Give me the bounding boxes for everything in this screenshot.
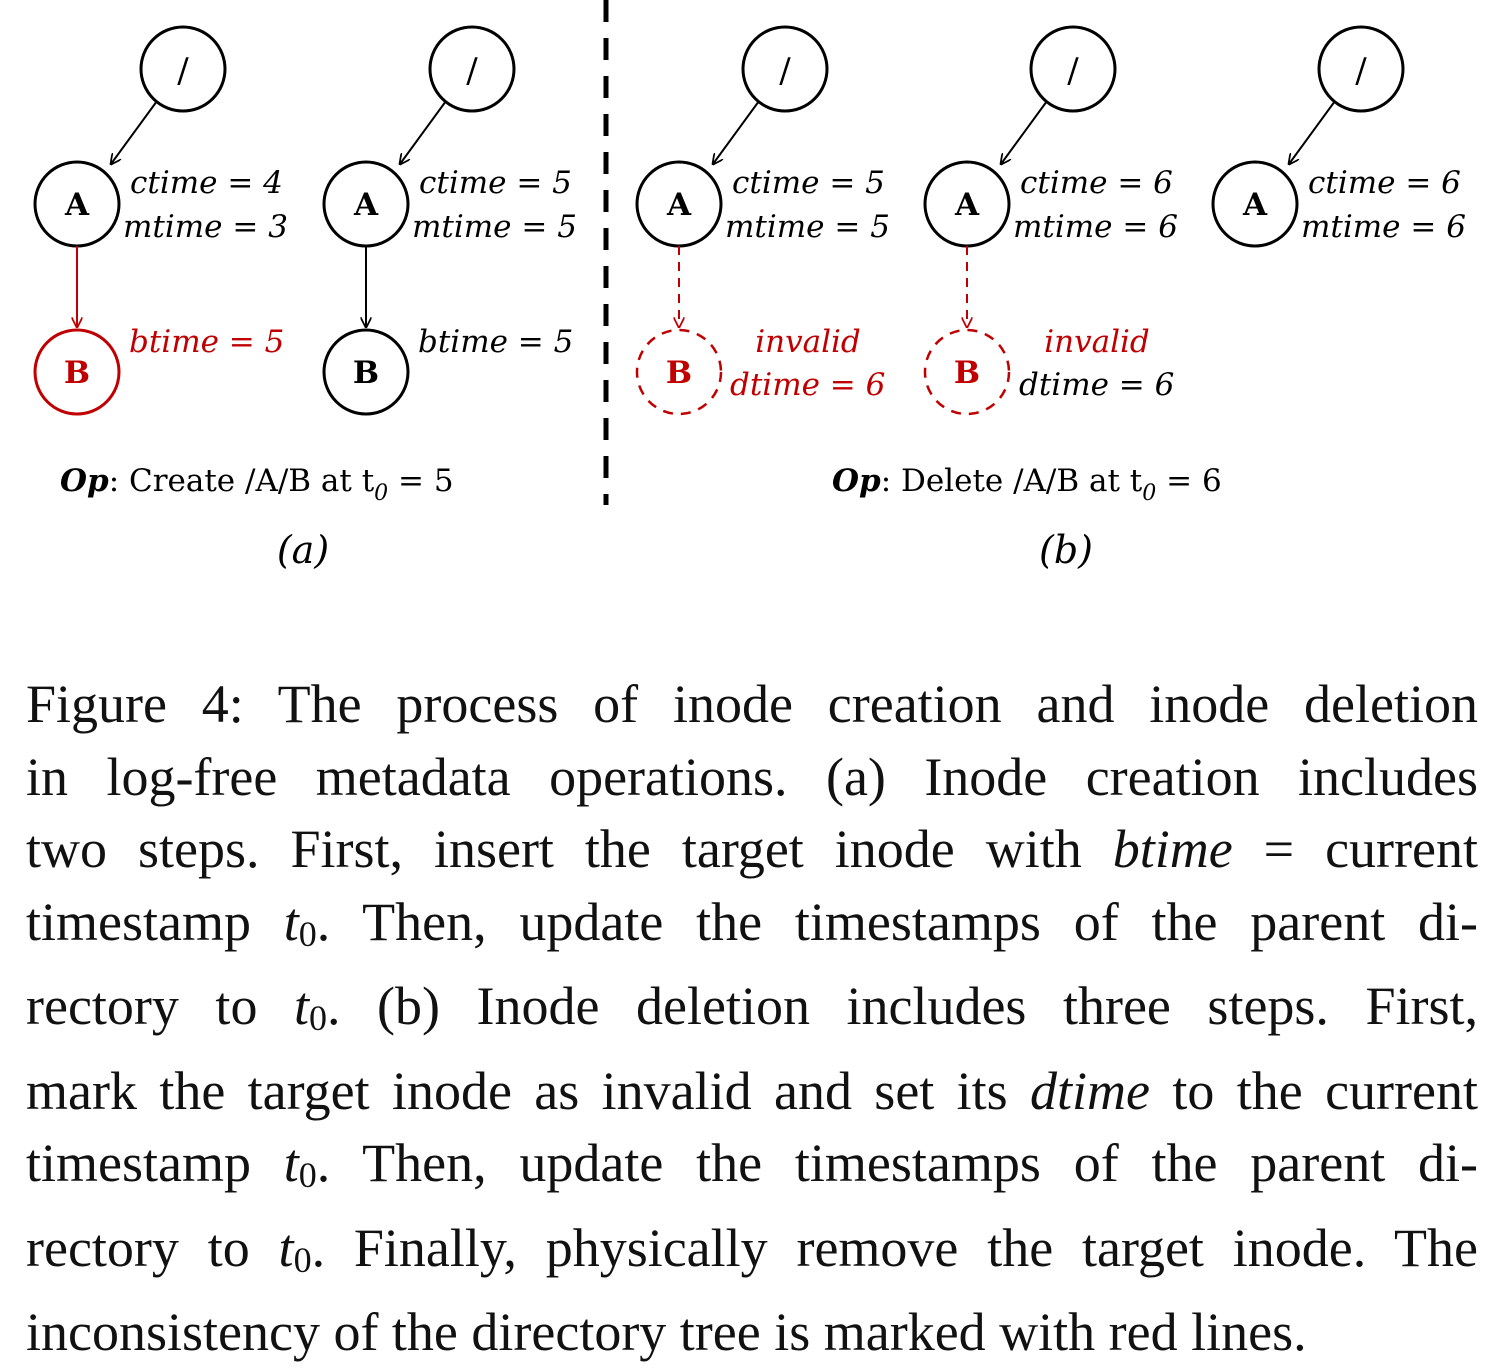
- edge-root-to-a: [400, 100, 447, 164]
- caption-line-9: inconsistency of the directory tree is m…: [26, 1302, 1307, 1362]
- file-node-b-invalid: [635, 328, 723, 416]
- root-node: [741, 25, 829, 113]
- op-suffix: = 6: [1156, 463, 1221, 499]
- caption-text: to the current: [1150, 1060, 1478, 1121]
- caption-line-5: rectory to t0. (b) Inode deletion includ…: [26, 970, 1478, 1055]
- caption-text: . Then, update the timestamps of the par…: [316, 891, 1478, 952]
- ctime-label: ctime = 6: [1020, 165, 1173, 201]
- dir-node-a: [1211, 160, 1299, 248]
- file-node-b-label: B: [353, 355, 379, 391]
- caption-em-dtime: dtime: [1030, 1060, 1151, 1121]
- caption-text: . Finally, physically remove the target …: [311, 1217, 1479, 1278]
- dtime-label: dtime = 6: [1019, 367, 1174, 403]
- panel-b-label: (b): [1039, 528, 1093, 572]
- caption-text: = current: [1232, 819, 1478, 879]
- caption-t0: t: [283, 891, 299, 952]
- root-node-label: /: [779, 51, 791, 91]
- edge-root-to-a: [1289, 100, 1336, 164]
- mtime-label: mtime = 3: [123, 209, 288, 245]
- dir-node-a-label: A: [64, 187, 90, 223]
- dir-node-a-label: A: [666, 187, 692, 223]
- op-text: : Create /A/B at t: [109, 463, 375, 499]
- mtime-label: mtime = 5: [725, 209, 890, 245]
- invalid-label: invalid: [755, 324, 861, 360]
- op-text: : Delete /A/B at t: [881, 463, 1143, 499]
- dtime-label: dtime = 6: [730, 367, 885, 403]
- figure-caption: Figure 4: The process of inode creation …: [26, 668, 1478, 1369]
- panel-a-operation: Op: Create /A/B at t0 = 5: [60, 463, 454, 506]
- caption-text: timestamp: [26, 1133, 284, 1193]
- caption-text: two steps. First, insert the target inod…: [26, 819, 1113, 879]
- btime-label: btime = 5: [418, 324, 573, 360]
- op-subscript: 0: [374, 481, 388, 506]
- caption-t0-sub: 0: [293, 1239, 312, 1280]
- panel-b-operation: Op: Delete /A/B at t0 = 6: [832, 463, 1222, 506]
- root-node-label: /: [177, 51, 189, 91]
- file-node-b-label: B: [64, 355, 90, 391]
- root-node-label: /: [1067, 51, 1079, 91]
- root-node: [1317, 25, 1405, 113]
- op-prefix: Op: [60, 463, 109, 499]
- caption-line-3: two steps. First, insert the target inod…: [26, 813, 1478, 886]
- ctime-label: ctime = 5: [419, 165, 572, 201]
- root-node-label: /: [1355, 51, 1367, 91]
- caption-line-7: timestamp t0. Then, update the timestamp…: [26, 1127, 1478, 1212]
- caption-t0-sub: 0: [298, 913, 317, 954]
- root-node: [1029, 25, 1117, 113]
- dir-node-a-label: A: [353, 187, 379, 223]
- panel-b-state-2: / A ctime = 6 mtime = 6 B invalid dtime …: [923, 25, 1178, 416]
- ctime-label: ctime = 6: [1308, 165, 1461, 201]
- caption-line-8: rectory to t0. Finally, physically remov…: [26, 1212, 1478, 1297]
- file-node-b-invalid: [923, 328, 1011, 416]
- figure-4-diagram: / A ctime = 4 mtime = 3 B btime = 5 / A …: [33, 0, 1466, 572]
- ctime-label: ctime = 5: [732, 165, 885, 201]
- ctime-label: ctime = 4: [130, 165, 283, 201]
- caption-t0-sub: 0: [298, 1155, 317, 1195]
- mtime-label: mtime = 5: [412, 209, 577, 245]
- panel-a-state-2: / A ctime = 5 mtime = 5 B btime = 5: [322, 25, 577, 416]
- panel-a-state-1: / A ctime = 4 mtime = 3 B btime = 5: [33, 25, 288, 416]
- caption-t0-sub: 0: [309, 998, 327, 1038]
- panel-b-state-1: / A ctime = 5 mtime = 5 B invalid dtime …: [635, 25, 890, 416]
- caption-text: . (b) Inode deletion includes three step…: [327, 976, 1479, 1036]
- mtime-label: mtime = 6: [1301, 209, 1466, 245]
- root-node: [428, 25, 516, 113]
- caption-text: mark the target inode as invalid and set…: [26, 1060, 1031, 1121]
- dir-node-a-label: A: [954, 187, 980, 223]
- caption-t0: t: [278, 1217, 294, 1278]
- file-node-b-label: B: [666, 355, 692, 391]
- caption-line-2: in log-free metadata operations. (a) Ino…: [26, 746, 1478, 807]
- caption-line-6: mark the target inode as invalid and set…: [26, 1055, 1478, 1128]
- caption-line-1: Figure 4: The process of inode creation …: [26, 674, 1478, 734]
- file-node-b: [322, 328, 410, 416]
- caption-line-4: timestamp t0. Then, update the timestamp…: [26, 886, 1478, 971]
- invalid-label: invalid: [1044, 324, 1150, 360]
- root-node-label: /: [466, 51, 478, 91]
- panel-b-state-3: / A ctime = 6 mtime = 6: [1211, 25, 1466, 248]
- dir-node-a-label: A: [1242, 187, 1268, 223]
- op-subscript: 0: [1142, 481, 1156, 506]
- root-node: [139, 25, 227, 113]
- caption-text: timestamp: [26, 891, 284, 952]
- caption-text: . Then, update the timestamps of the par…: [316, 1133, 1478, 1193]
- file-node-b-inconsistent: [33, 328, 121, 416]
- op-prefix: Op: [832, 463, 881, 499]
- btime-label: btime = 5: [129, 324, 284, 360]
- caption-em-btime: btime: [1112, 819, 1233, 879]
- edge-root-to-a: [713, 100, 760, 164]
- file-node-b-label: B: [954, 355, 980, 391]
- caption-t0: t: [283, 1133, 299, 1193]
- caption-text: rectory to: [26, 976, 294, 1036]
- mtime-label: mtime = 6: [1013, 209, 1178, 245]
- edge-root-to-a: [111, 100, 158, 164]
- op-suffix: = 5: [388, 463, 453, 499]
- caption-t0: t: [293, 976, 309, 1036]
- caption-text: rectory to: [26, 1217, 279, 1278]
- panel-a-label: (a): [277, 528, 329, 572]
- edge-root-to-a: [1001, 100, 1048, 164]
